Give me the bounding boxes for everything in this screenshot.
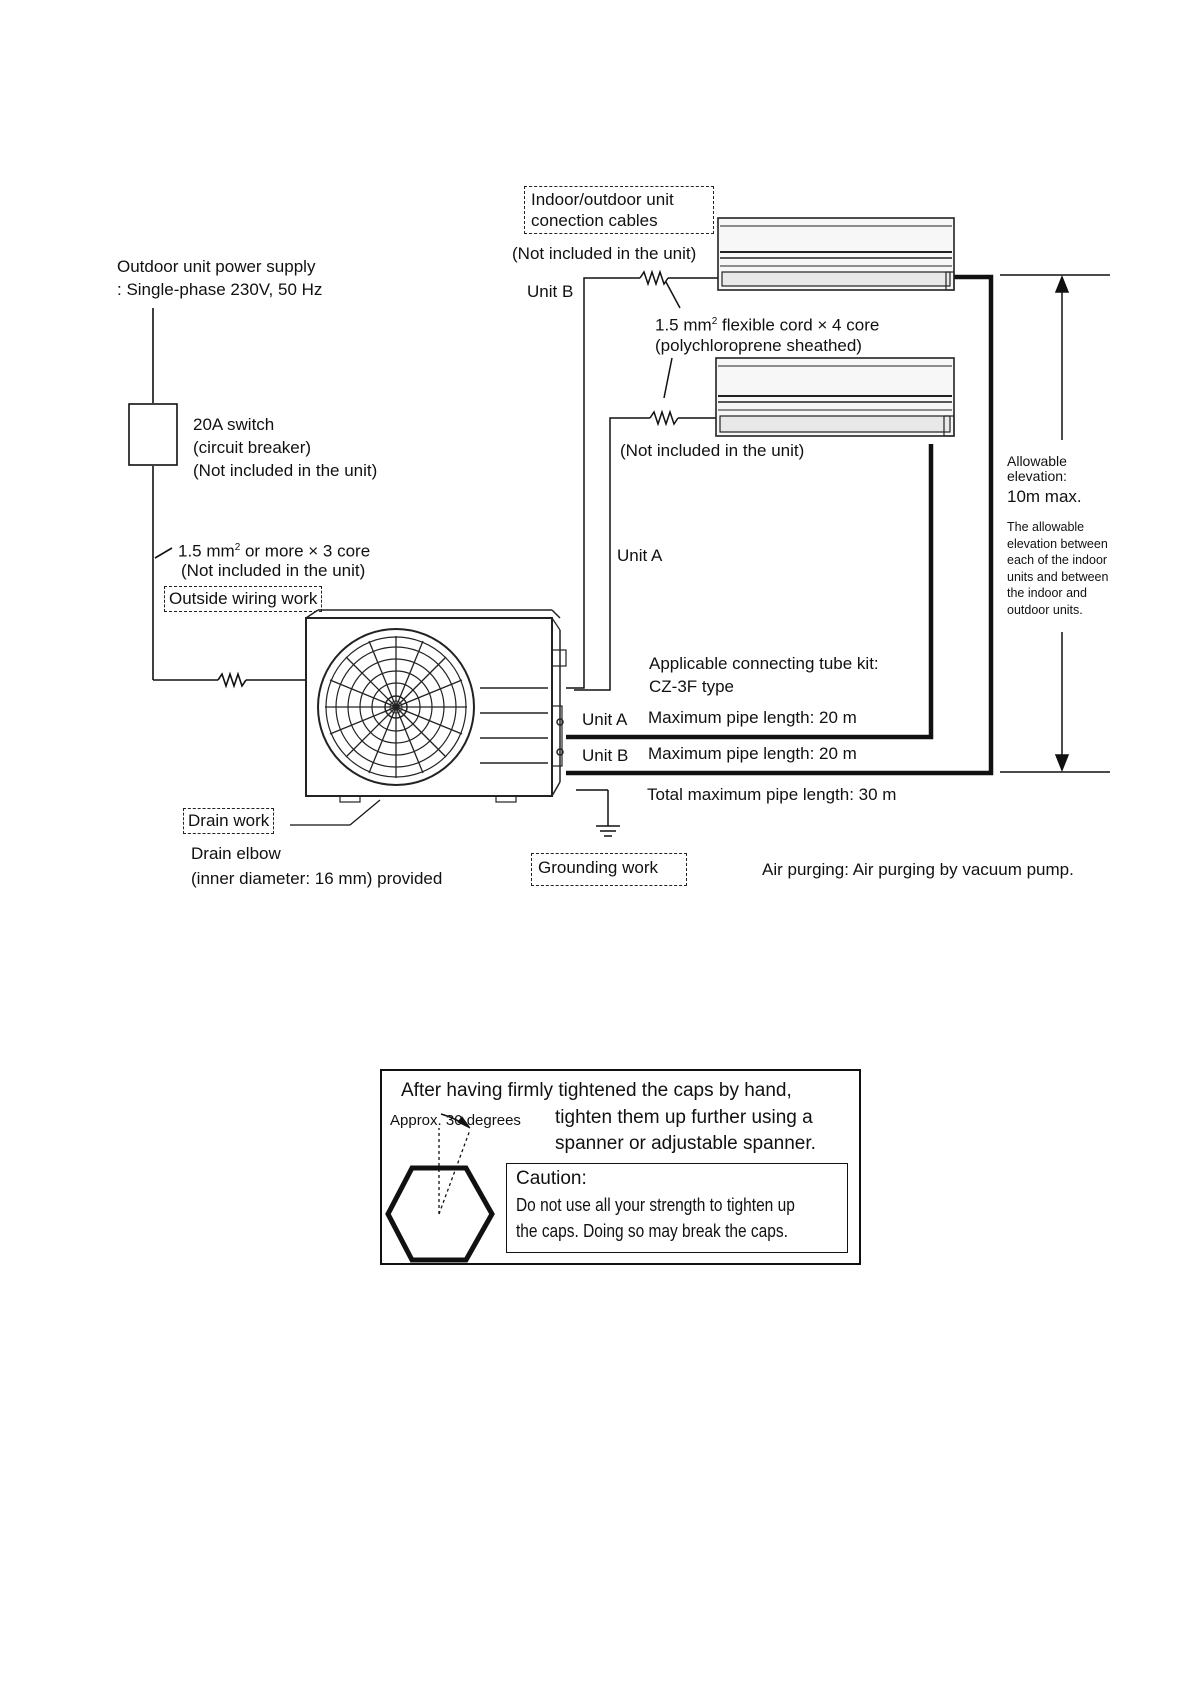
- elevation-dimension: [1000, 274, 1110, 773]
- drain-work-label: Drain work: [183, 808, 275, 834]
- tube-kit-type: CZ-3F type: [649, 677, 735, 696]
- power-supply-line: [128, 308, 308, 689]
- unit-a-mid-label: Unit A: [617, 546, 663, 565]
- note-line1: After having firmly tightened the caps b…: [401, 1080, 792, 1101]
- elevation-label: Allowable: [1007, 453, 1067, 469]
- tube-kit-label: Applicable connecting tube kit:: [649, 654, 879, 673]
- unit-a-pipe-label: Unit A: [582, 709, 628, 731]
- air-purging-label: Air purging: Air purging by vacuum pump.: [762, 860, 1074, 879]
- grounding-work-label: Grounding work: [531, 853, 687, 886]
- switch-not-included: (Not included in the unit): [193, 461, 378, 480]
- caution-title: Caution:: [516, 1168, 587, 1189]
- drain-elbow-size: (inner diameter: 16 mm) provided: [191, 869, 443, 888]
- total-pipe-length: Total maximum pipe length: 30 m: [647, 785, 897, 804]
- note-angle: Approx. 30 degrees: [390, 1112, 521, 1129]
- refrigerant-pipes: [566, 274, 994, 776]
- switch-box: [128, 403, 178, 466]
- cord-spec-sheath: (polychloroprene sheathed): [655, 336, 862, 355]
- not-included-mid: (Not included in the unit): [620, 441, 805, 460]
- switch-breaker-label: (circuit breaker): [193, 438, 312, 457]
- unit-b-top-label: Unit B: [527, 282, 574, 301]
- power-supply-title: Outdoor unit power supply: [117, 257, 316, 276]
- indoor-unit-a: [715, 357, 955, 437]
- hex-nut-icon: [385, 1113, 495, 1263]
- outside-wiring-label: Outside wiring work: [164, 586, 323, 612]
- resistor-symbol: [217, 671, 247, 689]
- drain-elbow-label: Drain elbow: [191, 844, 281, 863]
- cord-spec-label: 1.5 mm2 flexible cord × 4 core: [655, 315, 880, 335]
- ground-symbol: [576, 789, 620, 837]
- note-line2: tighten them up further using a: [555, 1107, 813, 1128]
- switch-label: 20A switch: [193, 415, 275, 434]
- outdoor-unit: [305, 609, 567, 803]
- unit-a-pipe-length: Maximum pipe length: 20 m: [648, 708, 857, 727]
- connection-cables: [566, 269, 720, 691]
- caution-line1: Do not use all your strength to tighten …: [516, 1195, 795, 1215]
- elevation-note: The allowable elevation between each of …: [1007, 520, 1109, 617]
- not-included-top: (Not included in the unit): [512, 244, 697, 263]
- indoor-unit-b: [717, 217, 955, 291]
- tightening-note: [380, 1069, 861, 1265]
- note-line3: spanner or adjustable spanner.: [555, 1133, 816, 1154]
- elevation-value: 10m max.: [1007, 487, 1082, 506]
- unit-b-pipe-label: Unit B: [582, 745, 629, 767]
- power-wire-note: (Not included in the unit): [181, 561, 366, 580]
- caution-box: [506, 1163, 848, 1253]
- connection-cables-label: Indoor/outdoor unit conection cables: [524, 186, 714, 234]
- elevation-label-2: elevation:: [1007, 468, 1067, 484]
- caution-line2: the caps. Doing so may break the caps.: [516, 1221, 788, 1241]
- unit-b-pipe-length: Maximum pipe length: 20 m: [648, 744, 857, 763]
- power-supply-spec: : Single-phase 230V, 50 Hz: [117, 280, 323, 299]
- power-wire-spec: 1.5 mm2 or more × 3 core: [178, 541, 371, 561]
